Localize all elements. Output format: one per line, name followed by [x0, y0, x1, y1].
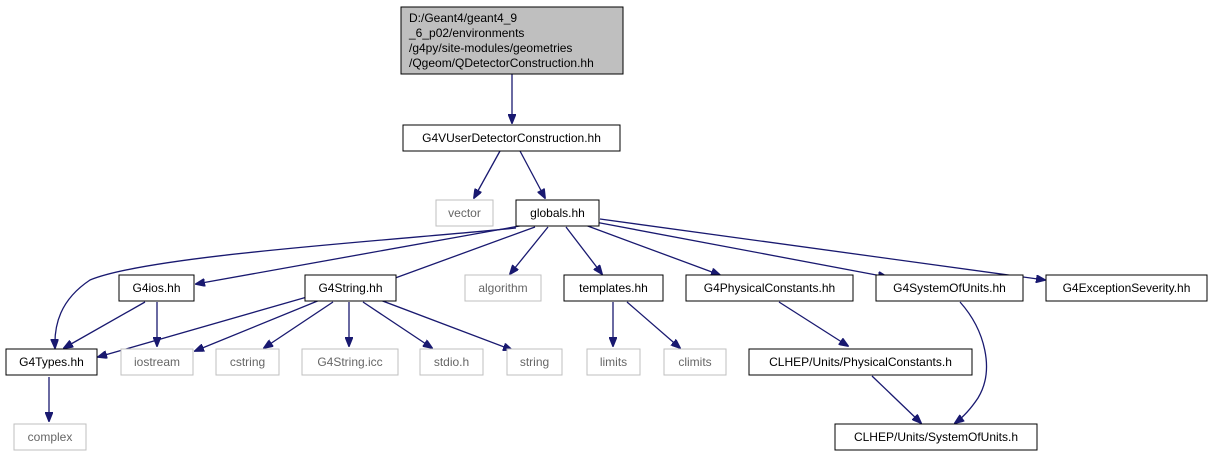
edge-g4vuser-globals — [519, 150, 545, 198]
g4vuser-label: G4VUserDetectorConstruction.hh — [422, 131, 601, 145]
edge-globals-g4string — [387, 226, 536, 281]
node-g4systemofunits[interactable]: G4SystemOfUnits.hh — [875, 274, 1024, 302]
g4string-label: G4String.hh — [318, 281, 382, 295]
edge-templates-climits — [626, 301, 680, 348]
edge-globals-g4types — [55, 227, 517, 348]
node-stdio: stdio.h — [419, 348, 484, 376]
node-templates[interactable]: templates.hh — [563, 274, 664, 302]
node-clhep-physicalconstants[interactable]: CLHEP/Units/PhysicalConstants.h — [748, 348, 973, 376]
g4physconst-label: G4PhysicalConstants.hh — [704, 281, 835, 295]
edge-g4sysunits-clhepsys — [955, 301, 988, 423]
node-g4vuserdetectorconstruction[interactable]: G4VUserDetectorConstruction.hh — [402, 124, 621, 152]
root-label-line-4: /Qgeom/QDetectorConstruction.hh — [409, 56, 594, 70]
string-label: string — [520, 355, 549, 369]
globals-label: globals.hh — [530, 206, 585, 220]
node-g4exceptionseverity[interactable]: G4ExceptionSeverity.hh — [1045, 274, 1208, 302]
node-g4types[interactable]: G4Types.hh — [5, 348, 98, 376]
node-iostream: iostream — [120, 348, 194, 376]
node-g4string[interactable]: G4String.hh — [304, 274, 397, 302]
edge-g4string-stdio — [362, 301, 432, 348]
g4types-label: G4Types.hh — [19, 355, 84, 369]
edge-g4string-cstring — [264, 301, 334, 348]
edge-clhepphys-clhepsys — [871, 375, 921, 423]
iostream-label: iostream — [134, 355, 180, 369]
g4ios-label: G4ios.hh — [132, 281, 180, 295]
g4stringicc-label: G4String.icc — [317, 355, 382, 369]
edge-globals-g4ios — [196, 224, 526, 284]
edge-globals-g4excsev — [599, 218, 1045, 280]
complex-label: complex — [28, 430, 73, 444]
cstring-label: cstring — [230, 355, 265, 369]
node-complex: complex — [13, 423, 87, 451]
node-limits: limits — [586, 348, 641, 376]
algorithm-label: algorithm — [478, 281, 527, 295]
edge-g4physconst-clhepphys — [778, 301, 848, 346]
node-globals[interactable]: globals.hh — [515, 199, 600, 227]
root-label-line-2: _6_p02/environments — [408, 26, 524, 40]
edge-g4string-g4types — [98, 296, 308, 357]
g4sysunits-label: G4SystemOfUnits.hh — [893, 281, 1006, 295]
node-vector: vector — [435, 199, 494, 227]
node-g4ios[interactable]: G4ios.hh — [118, 274, 195, 302]
node-g4string-icc: G4String.icc — [301, 348, 399, 376]
edge-g4vuser-vector — [474, 150, 501, 198]
edge-g4string-iostream — [195, 299, 321, 351]
edges — [49, 74, 1045, 423]
climits-label: climits — [678, 355, 711, 369]
vector-label: vector — [448, 206, 481, 220]
node-string: string — [506, 348, 563, 376]
edge-g4string-string — [379, 299, 512, 350]
node-g4physicalconstants[interactable]: G4PhysicalConstants.hh — [685, 274, 854, 302]
clhepphys-label: CLHEP/Units/PhysicalConstants.h — [769, 355, 952, 369]
clhepsys-label: CLHEP/Units/SystemOfUnits.h — [854, 430, 1018, 444]
edge-g4ios-g4types — [64, 301, 146, 348]
node-algorithm: algorithm — [464, 274, 542, 302]
node-root[interactable]: D:/Geant4/geant4_9 _6_p02/environments /… — [400, 6, 624, 75]
root-label-line-3: /g4py/site-modules/geometries — [409, 41, 572, 55]
edge-globals-algorithm — [510, 226, 549, 274]
edge-globals-templates — [565, 226, 602, 274]
stdio-label: stdio.h — [434, 355, 469, 369]
node-cstring: cstring — [215, 348, 280, 376]
limits-label: limits — [600, 355, 627, 369]
node-climits: climits — [663, 348, 727, 376]
templates-label: templates.hh — [579, 281, 648, 295]
edge-globals-g4physconst — [584, 224, 720, 275]
node-clhep-systemofunits[interactable]: CLHEP/Units/SystemOfUnits.h — [834, 423, 1038, 451]
root-label-line-1: D:/Geant4/geant4_9 — [409, 11, 517, 25]
edge-globals-g4sysunits — [594, 221, 887, 277]
g4excsev-label: G4ExceptionSeverity.hh — [1063, 281, 1191, 295]
